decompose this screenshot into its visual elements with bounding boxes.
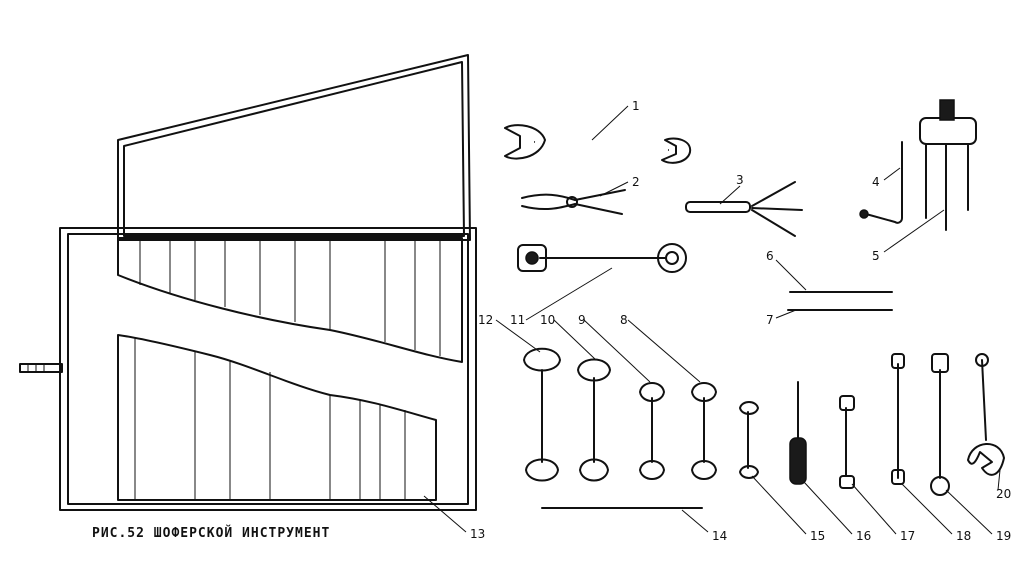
tool-socket-bar: [891, 353, 905, 485]
tool-wrench-12: [523, 347, 561, 482]
tool-box-spanner: [839, 395, 855, 489]
tool-pliers: [521, 189, 626, 215]
callout-13: 13: [470, 527, 485, 541]
callout-19: 19: [996, 529, 1011, 543]
tool-wrench-9: [639, 382, 665, 480]
callout-18: 18: [956, 529, 971, 543]
tool-feeler-gauge: [685, 181, 803, 237]
tool-double-wrench: [504, 124, 692, 164]
tool-box-wrench: [517, 243, 687, 273]
callout-16: 16: [856, 529, 871, 543]
callout-6: 6: [766, 249, 774, 263]
tool-screwdriver: [789, 381, 807, 485]
callout-2: 2: [632, 175, 640, 189]
callout-5: 5: [872, 249, 880, 263]
callout-8: 8: [620, 313, 628, 327]
tool-wheel-wrench: [930, 353, 950, 496]
figure-caption: РИС.52 ШОФЕРСКОЙ ИНСТРУМЕНТ: [92, 526, 331, 541]
tool-wrench-8: [691, 382, 717, 480]
tool-roll-bag: [19, 54, 477, 511]
callout-9: 9: [578, 313, 586, 327]
callout-15: 15: [810, 529, 825, 543]
callout-17: 17: [900, 529, 915, 543]
tool-puller: [919, 99, 977, 231]
callout-20: 20: [996, 487, 1011, 501]
callout-1: 1: [632, 99, 640, 113]
callout-4: 4: [872, 175, 880, 189]
callout-11: 11: [510, 313, 525, 327]
tool-small-wrench: [739, 401, 759, 479]
callout-3: 3: [736, 173, 744, 187]
callout-12: 12: [478, 313, 493, 327]
tool-large-wrench: [967, 353, 1005, 476]
callout-10: 10: [540, 313, 555, 327]
callout-14: 14: [712, 529, 727, 543]
tool-wrench-10: [577, 358, 611, 482]
callout-7: 7: [766, 313, 774, 327]
tool-hex-key: [859, 141, 903, 224]
leader-lines: [423, 105, 1001, 535]
